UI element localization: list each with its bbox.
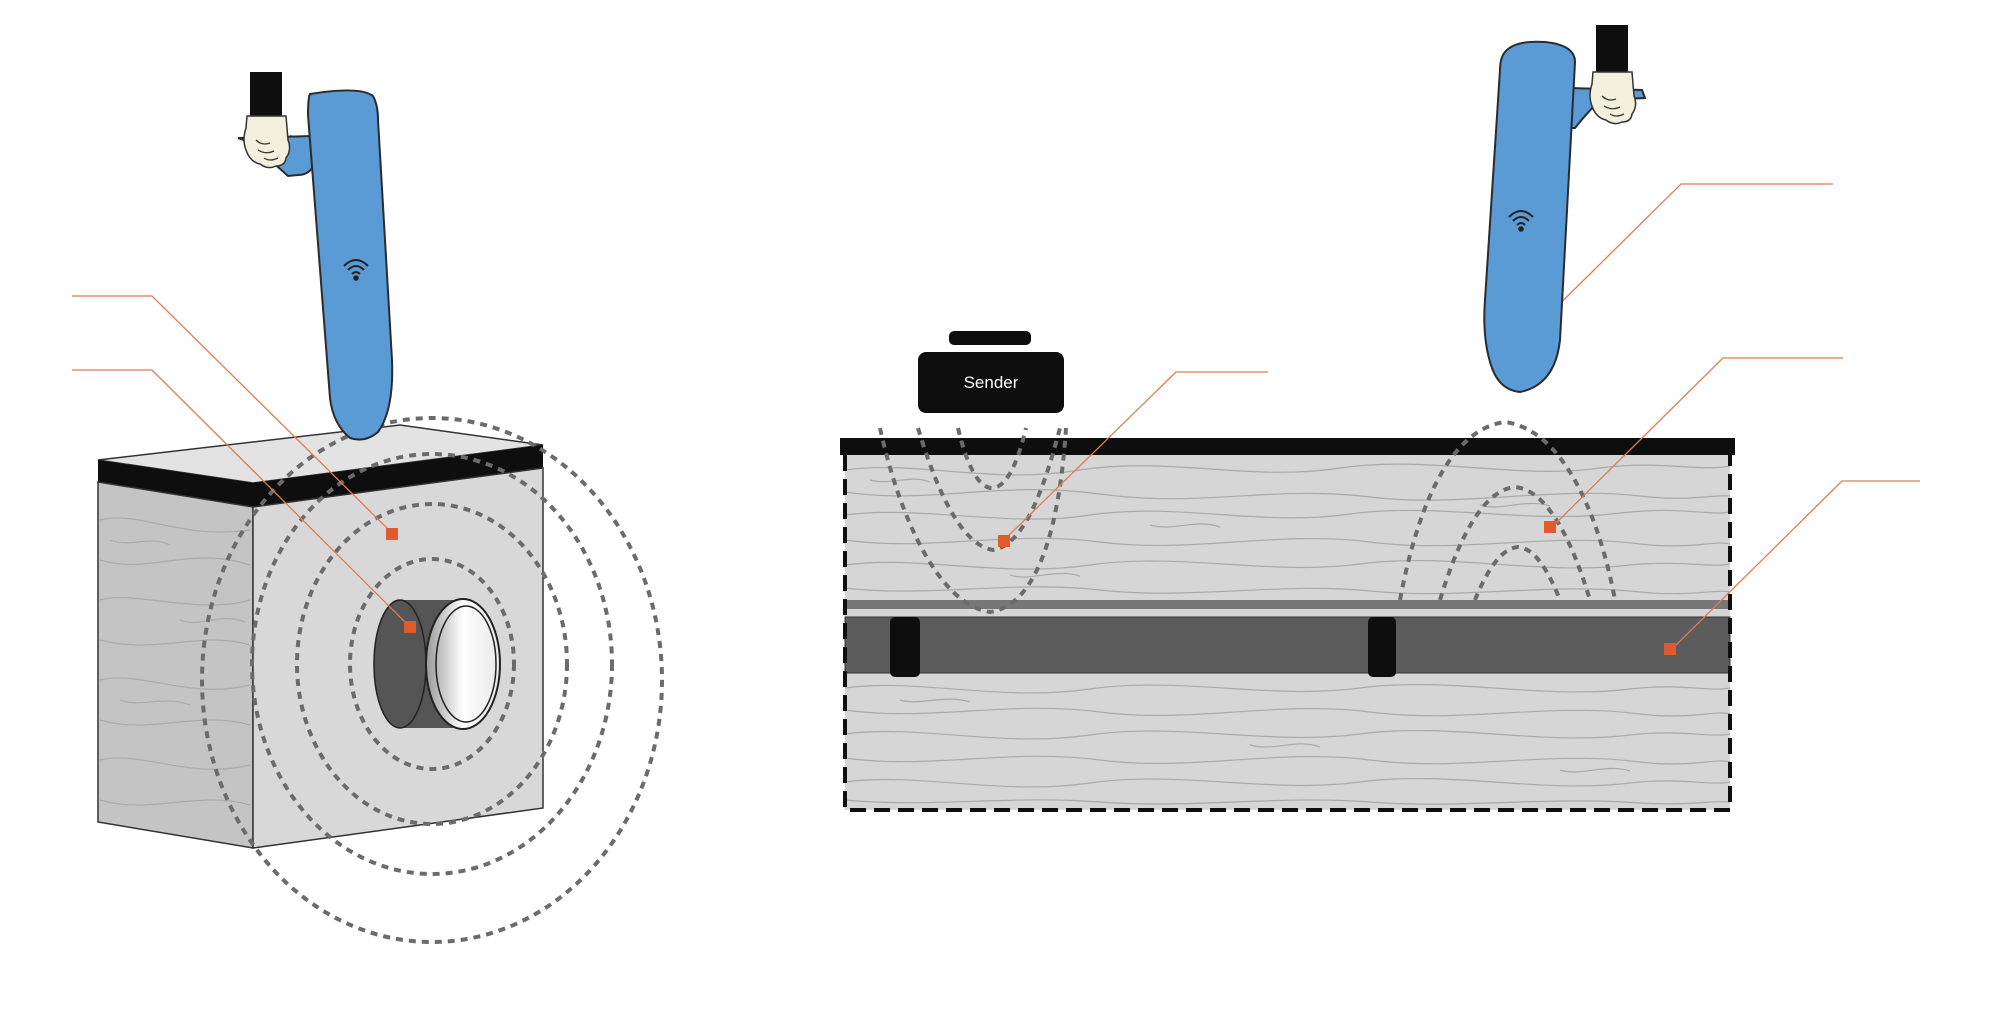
left-illustration — [72, 72, 664, 944]
slab-cover-layer — [840, 438, 1735, 455]
wifi-icon — [1508, 210, 1534, 232]
marker-concrete — [386, 528, 398, 540]
embedded-pipe — [373, 598, 501, 730]
probe-body — [306, 89, 394, 441]
marker-receiver-wave — [1544, 521, 1556, 533]
hand-icon — [243, 72, 291, 169]
block-side-texture — [99, 517, 251, 806]
marker-sender-wave — [998, 535, 1010, 547]
hand-icon — [1589, 25, 1637, 125]
signal-waves-sender — [878, 427, 1068, 615]
probe-body — [1483, 40, 1577, 394]
wifi-icon — [343, 259, 369, 281]
callouts-left — [72, 295, 416, 633]
slab-bottom-texture — [845, 683, 1730, 805]
sender-device: Sender — [918, 331, 1064, 413]
signal-waves-receiver — [1398, 419, 1617, 601]
slab-dashed-outline — [843, 455, 1732, 812]
right-illustration: Sender — [840, 25, 1920, 812]
marker-pipe — [404, 621, 416, 633]
signal-waves-left — [200, 416, 664, 944]
slab-top-texture — [845, 463, 1730, 595]
rebar-band — [844, 616, 1731, 674]
block-cover-layer — [98, 445, 543, 507]
rebar-spacer-2 — [1368, 617, 1396, 677]
marker-rebar — [1664, 643, 1676, 655]
sender-label: Sender — [964, 373, 1019, 392]
rebar-spacer-1 — [890, 617, 920, 677]
slab-thin-layer — [845, 600, 1730, 609]
block-side — [97, 481, 254, 849]
